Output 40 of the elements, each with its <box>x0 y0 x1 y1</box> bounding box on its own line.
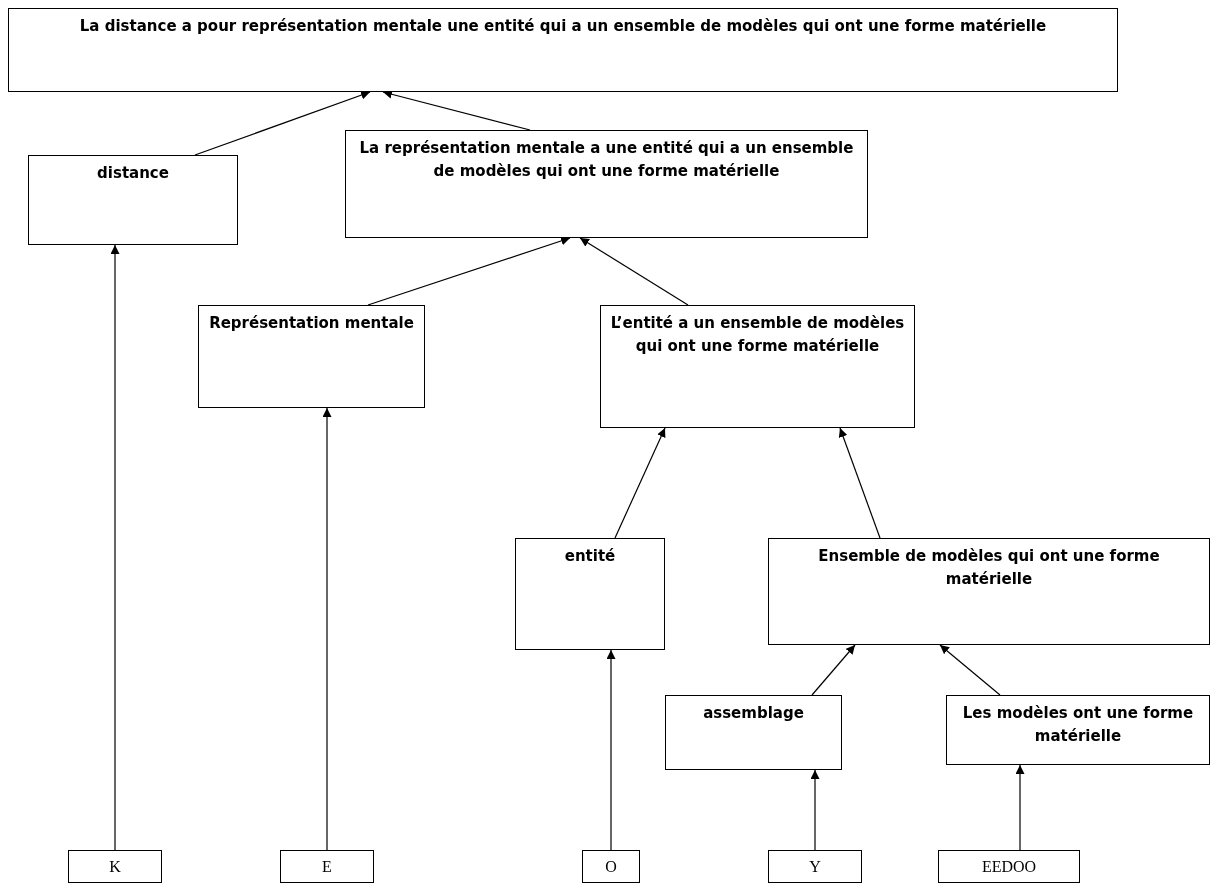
node-text: E <box>321 857 333 877</box>
arrow <box>810 769 820 851</box>
node-text: Ensemble de modèles qui ont une forme matérielle <box>817 546 1161 590</box>
node-text: entité <box>563 546 617 567</box>
concept-box <box>600 305 915 428</box>
node-text: K <box>108 857 122 877</box>
arrow <box>811 644 856 696</box>
letter-box <box>280 850 374 883</box>
node-text: La représentation mentale a une entité qui a un ensemble de modèles qui ont une forme matérielle <box>358 138 855 182</box>
letter-box <box>938 850 1080 883</box>
letter-box <box>68 850 162 883</box>
node-text: EEDOO <box>980 857 1038 877</box>
node-text: Représentation mentale <box>208 313 415 334</box>
letter-box <box>768 850 862 883</box>
concept-box <box>515 538 665 650</box>
node-text: L’entité a un ensemble de modèles qui ont une forme matérielle <box>609 313 906 357</box>
node-text: Y <box>808 857 822 877</box>
arrow <box>367 236 571 306</box>
arrow <box>194 90 371 156</box>
arrow <box>606 649 616 851</box>
arrow <box>1015 764 1025 851</box>
concept-box <box>345 130 868 238</box>
concept-box <box>198 305 425 408</box>
arrow <box>322 407 332 851</box>
concept-box <box>8 8 1118 92</box>
node-text: La distance a pour représentation mentale une entité qui a un ensemble de modèles qui ont une forme matérielle <box>78 16 1048 37</box>
arrow <box>579 237 689 306</box>
arrow <box>614 427 666 539</box>
node-text: distance <box>96 163 170 184</box>
arrow <box>838 427 881 539</box>
node-text: assemblage <box>702 703 805 724</box>
node-text: Les modèles ont une forme matérielle <box>961 703 1195 747</box>
concept-box <box>946 695 1210 765</box>
letter-box <box>582 850 640 883</box>
arrow <box>939 644 1001 696</box>
concept-box <box>28 155 238 245</box>
node-text: O <box>604 857 618 877</box>
arrow <box>110 244 120 851</box>
concept-box <box>768 538 1210 645</box>
concept-box <box>665 695 842 770</box>
